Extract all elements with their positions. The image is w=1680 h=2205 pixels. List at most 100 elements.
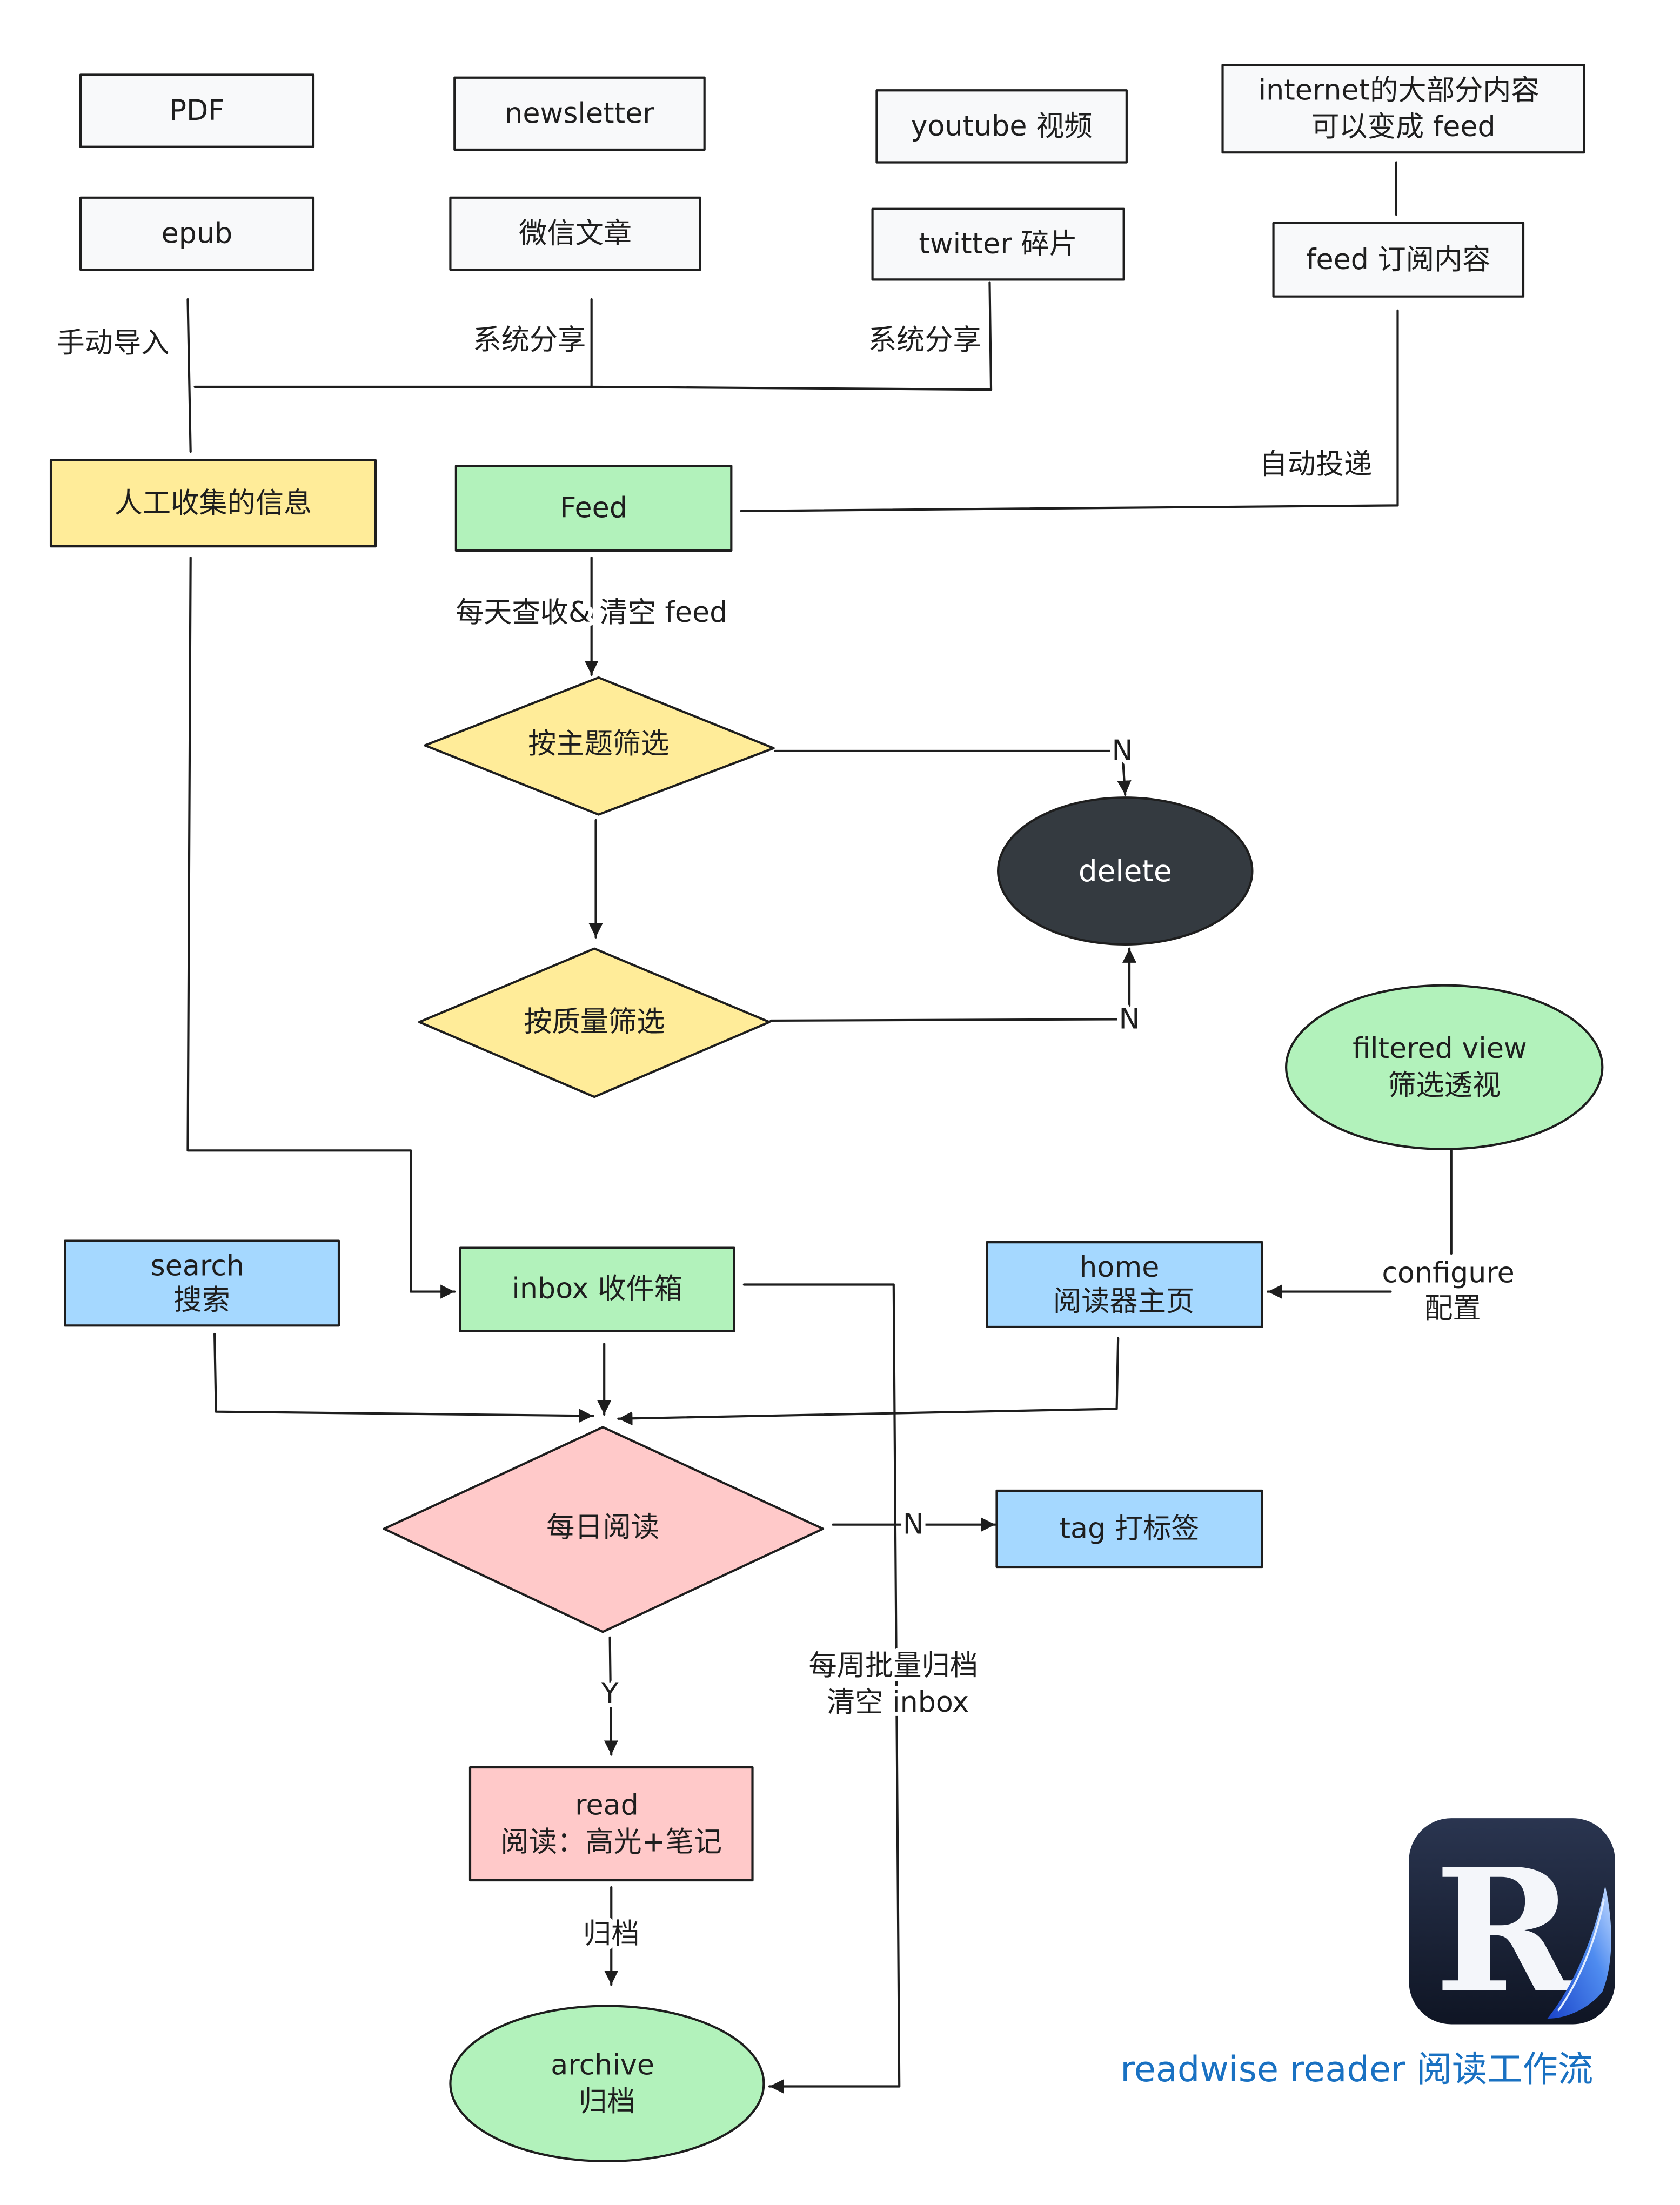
node-archive-label-line1: archive [551,2049,654,2081]
node-daily-reading: 每日阅读 [383,1426,825,1633]
node-feed-subscription-box [1272,222,1525,298]
node-archive-ellipse [449,2005,765,2163]
edge-label-weekly-archive-line2: 清空 inbox [827,1686,969,1719]
node-pdf-label: PDF [170,95,225,127]
node-archive-label: archive 归档 [551,2049,663,2118]
node-inbox-box [459,1246,735,1332]
node-pdf: PDF [79,73,315,148]
edge-twitter-to-bus [988,281,993,391]
node-wechat-article-label: 微信文章 [519,217,632,250]
node-home-box [986,1241,1263,1328]
node-filtered-view-label-line1: filtered view [1353,1033,1527,1065]
node-quality-filter-diamond [418,947,771,1098]
node-quality-filter-label: 按质量筛选 [524,1006,665,1038]
node-search: search 搜索 [64,1239,340,1327]
edge-label-auto-deliver: 自动投递 [1259,448,1372,481]
edge-label-configure-line1: configure [1382,1257,1514,1290]
edge-manual-collection-to-inbox [186,556,456,1299]
node-feed-box [454,465,733,552]
edge-label-daily-check: 每天查收& 清空 feed [456,597,727,629]
node-newsletter: newsletter [453,76,706,151]
edge-label-archive-step: 归档 [583,1918,640,1950]
node-internet-box [1221,64,1585,154]
node-feed-subscription: feed 订阅内容 [1272,222,1525,298]
node-manual-collection-label: 人工收集的信息 [115,487,312,519]
node-archive-label-line2: 归档 [579,2086,635,2118]
node-daily-reading-label: 每日阅读 [546,1511,659,1544]
node-inbox: inbox 收件箱 [459,1246,735,1332]
node-topic-filter-label: 按主题筛选 [528,728,669,760]
node-read-label-line1: read [575,1790,639,1822]
node-twitter: twitter 碎片 [871,207,1125,281]
node-epub-box [79,196,315,271]
node-internet: internet的大部分内容 可以变成 feed [1221,64,1585,154]
node-feed-label: Feed [560,492,627,525]
node-wechat-article-box [449,196,701,271]
edge-epub-to-manual-collection [186,298,192,453]
branding-caption: readwise reader 阅读工作流 [1120,2049,1593,2090]
node-read: read 阅读：高光+笔记 [468,1766,754,1882]
node-youtube-label: youtube 视频 [911,110,1093,143]
node-topic-filter: 按主题筛选 [424,676,775,816]
node-delete-ellipse [997,796,1254,946]
node-archive: archive 归档 [449,2005,765,2163]
node-tag-label: tag 打标签 [1060,1513,1200,1545]
node-feed: Feed [454,465,733,552]
logo-page-curl [1547,1886,1611,2019]
edge-quality-filter-to-delete [769,947,1137,1022]
node-feed-subscription-label: feed 订阅内容 [1306,244,1490,276]
logo-letter: R [1435,1832,1578,2030]
node-manual-collection: 人工收集的信息 [49,459,377,548]
edge-label-daily-yes: Y [601,1678,619,1710]
edges [186,161,1453,2094]
node-quality-filter: 按质量筛选 [418,947,771,1098]
node-pdf-box [79,73,315,148]
edge-search-to-daily-reading [213,1332,594,1423]
edge-daily-reading-to-read [604,1636,619,1756]
logo-page-curl-highlight [1557,1899,1605,2012]
node-filtered-view-label-line2: 筛选透视 [1388,1069,1501,1102]
edge-labels: 手动导入 系统分享 系统分享 自动投递 每天查收& 清空 feed N N co… [52,320,1519,1954]
node-filtered-view-label: filtered view 筛选透视 [1353,1033,1536,1102]
node-tag-box [995,1489,1263,1569]
node-home: home 阅读器主页 [986,1241,1263,1328]
edge-label-quality-no: N [1119,1003,1140,1035]
node-read-label: read 阅读：高光+笔记 [500,1790,722,1859]
node-twitter-box [871,207,1125,281]
node-home-label-line1: home [1079,1251,1159,1284]
node-read-box [468,1766,754,1882]
node-filtered-view: filtered view 筛选透视 [1284,984,1604,1150]
node-daily-reading-diamond [383,1426,825,1633]
node-home-label-line2: 阅读器主页 [1053,1285,1194,1318]
edge-label-system-share-wechat: 系统分享 [473,324,586,357]
node-internet-label: internet的大部分内容 可以变成 feed [1259,74,1549,143]
edge-label-manual-import: 手动导入 [57,327,170,359]
node-youtube: youtube 视频 [875,89,1128,164]
node-topic-filter-diamond [424,676,775,816]
node-home-label: home 阅读器主页 [1053,1251,1194,1318]
node-search-label-line2: 搜索 [173,1284,230,1316]
edge-label-weekly-archive: 每周批量归档 清空 inbox [809,1650,987,1719]
node-epub-label: epub [162,217,233,250]
node-youtube-box [875,89,1128,164]
edge-topic-filter-to-delete [774,749,1132,796]
node-newsletter-label: newsletter [505,97,654,130]
edge-home-to-daily-reading [617,1337,1120,1426]
edge-feed-subscription-to-feed [740,309,1399,512]
node-wechat-article: 微信文章 [449,196,701,271]
edge-inbox-to-archive [742,1283,901,2094]
edge-share-bus [193,385,993,391]
node-inbox-label: inbox 收件箱 [512,1272,682,1305]
logo-background [1409,1818,1615,2025]
edge-label-configure-line2: 配置 [1424,1292,1481,1325]
node-delete-label: delete [1079,854,1172,888]
readwise-logo: R [1409,1818,1615,2030]
node-delete: delete [997,796,1254,946]
node-epub: epub [79,196,315,271]
edge-label-system-share-twitter: 系统分享 [868,324,981,357]
node-newsletter-box [453,76,706,151]
edge-label-weekly-archive-line1: 每周批量归档 [809,1650,979,1682]
edge-label-topic-no: N [1112,735,1133,767]
node-tag: tag 打标签 [995,1489,1263,1569]
